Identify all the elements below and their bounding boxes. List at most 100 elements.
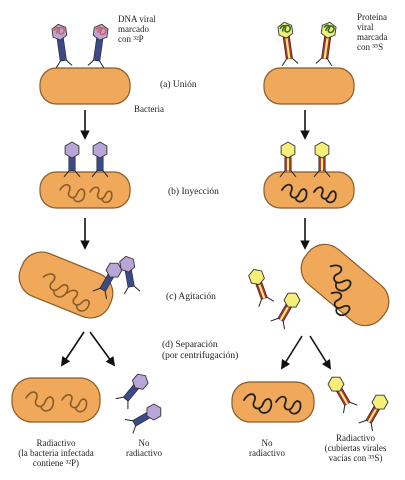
left-bacterium-a: [39, 67, 131, 105]
phage-tail-stripe: [320, 156, 324, 171]
bacterium-body: [39, 67, 131, 105]
left-ghost-1: [115, 373, 149, 409]
phage-fiber: [342, 405, 346, 414]
phage-fiber: [63, 170, 70, 178]
dna-viral-label-1: DNA viral: [118, 14, 156, 24]
right-phage-c1: [248, 268, 275, 307]
phage-head: [371, 394, 389, 410]
right-result-label-1: Radiactivo: [336, 433, 375, 443]
left-phage-c2: [119, 255, 141, 295]
right-phage-b1: [279, 141, 297, 178]
left-no-label-1: No: [138, 438, 150, 448]
phage-dna: [53, 26, 65, 35]
right-bacterium-d: [231, 381, 315, 423]
phage-fiber: [290, 170, 297, 178]
phage-fiber: [104, 291, 108, 300]
left-result-label-1: Radiactivo: [36, 438, 76, 448]
phage-dna: [323, 24, 335, 34]
right-dna-d1: [243, 393, 273, 414]
phage-fiber: [87, 59, 95, 66]
left-result-label-2: (la bacteria infectada: [18, 448, 94, 458]
right-bacterium-c: [300, 243, 390, 327]
phage-fiber: [258, 299, 262, 307]
step-d-label-2: (por centrifugación): [162, 351, 239, 361]
step-c-label: (c) Agitación: [166, 292, 216, 302]
phage-fiber: [92, 287, 101, 292]
left-bacterium-d: [11, 377, 101, 423]
right-phage-a1: [277, 21, 299, 67]
phage-fiber: [315, 57, 323, 64]
right-dna-c2: [330, 291, 351, 317]
phage-fiber: [55, 60, 61, 69]
left-phage-b1: [63, 141, 81, 178]
right-no-label-1: No: [261, 438, 273, 448]
phage-head: [119, 255, 136, 273]
phage-head: [146, 403, 162, 421]
bacterium-body: [231, 381, 315, 423]
phage-tail-stripe: [286, 156, 290, 171]
left-dna-b1: [59, 183, 86, 203]
bacterium-body: [39, 171, 131, 209]
right-dna-d2: [275, 395, 302, 415]
phage-tail-stripe: [257, 282, 266, 299]
left-arrow-3a: [60, 331, 85, 367]
left-phage-a2: [87, 23, 109, 69]
left-bacterium-c: [18, 251, 114, 319]
bacteria-label: Bacteria: [134, 104, 164, 114]
right-dna-c1: [329, 264, 352, 292]
phage-fiber: [313, 170, 320, 178]
left-arrow-3b: [89, 331, 116, 367]
right-result-label-3: vacías con ³⁵S): [328, 453, 383, 463]
step-a-label: (a) Unión: [160, 80, 197, 90]
phage-tail: [68, 156, 76, 172]
phage-fiber: [282, 321, 286, 330]
phage-tail: [93, 38, 104, 62]
left-dna-b2: [89, 186, 113, 204]
left-phage-a1: [51, 23, 73, 69]
left-ghost-2: [124, 403, 162, 434]
phage-fiber: [133, 285, 141, 292]
phage-head: [314, 141, 330, 159]
phage-fiber: [370, 423, 374, 432]
dna-viral-label-2: marcado: [118, 24, 149, 34]
right-phage-b2: [313, 141, 331, 178]
right-bacterium-b: [263, 171, 355, 209]
right-ghost-2: [358, 394, 389, 432]
right-dna-b1: [281, 183, 308, 203]
phage-fiber: [291, 57, 299, 64]
phage-dna: [279, 24, 291, 33]
phage-fiber: [99, 60, 105, 69]
proteina-label-1: Proteína: [357, 12, 387, 22]
phage-tail: [56, 38, 67, 62]
phage-fiber: [115, 396, 124, 400]
step-d-label-1: (d) Separación: [162, 340, 218, 350]
phage-head: [131, 373, 149, 390]
right-phage-a2: [315, 21, 337, 67]
phage-head: [280, 141, 296, 159]
right-bacterium-a: [263, 67, 355, 105]
bacterium-body: [11, 377, 101, 423]
proteina-label-2: viral: [357, 22, 374, 32]
phage-head: [283, 292, 301, 308]
phage-dna: [95, 26, 107, 36]
phage-fiber: [65, 59, 73, 66]
phage-fiber: [127, 401, 129, 409]
phage-fiber: [124, 418, 133, 422]
phage-fiber: [281, 58, 287, 67]
left-no-label-2: radiactivo: [126, 448, 162, 458]
right-arrow-3b: [309, 335, 332, 370]
phage-tail-stripe: [367, 407, 378, 423]
left-dna-c2: [66, 289, 90, 312]
phage-tail-stripe: [338, 389, 349, 405]
phage-fiber: [349, 401, 358, 406]
phage-head: [64, 141, 80, 159]
right-dna-b2: [313, 186, 337, 204]
phage-fiber: [327, 58, 333, 67]
left-phage-c1: [92, 262, 123, 300]
bacterium-body: [300, 243, 390, 327]
phage-fiber: [279, 170, 286, 178]
phage-fiber: [266, 296, 275, 302]
phage-fiber: [102, 170, 109, 178]
phage-head: [92, 141, 108, 159]
